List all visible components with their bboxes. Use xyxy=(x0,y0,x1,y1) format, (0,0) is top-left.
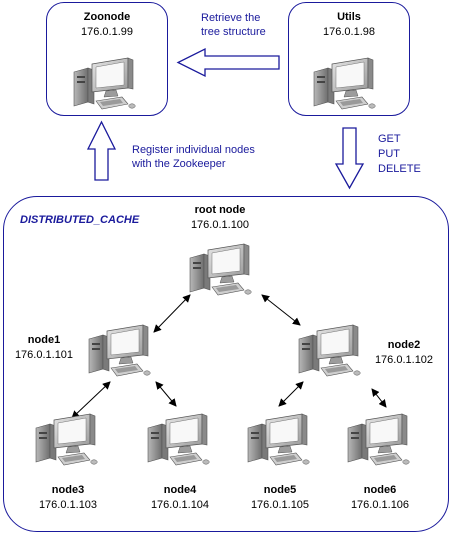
node3-name: node3 xyxy=(51,484,85,496)
method-put: PUT xyxy=(378,148,400,160)
register-note: Register individual nodes with the Zooke… xyxy=(132,143,255,171)
register-arrow xyxy=(86,120,117,181)
utils-box xyxy=(288,2,410,116)
node4-label: node4 176.0.1.104 xyxy=(140,484,220,511)
retrieve-note: Retrieve the tree structure xyxy=(201,11,266,39)
node4-ip: 176.0.1.104 xyxy=(150,499,210,511)
edge-node1-node4 xyxy=(155,381,177,407)
node2-label: node2 176.0.1.102 xyxy=(364,339,444,366)
methods-note: GET PUT DELETE xyxy=(378,132,421,177)
root-node-label: root node 176.0.1.100 xyxy=(170,204,270,231)
edge-node1-node3 xyxy=(71,381,111,419)
cluster-title: DISTRIBUTED_CACHE xyxy=(20,214,140,226)
node4-name: node4 xyxy=(163,484,197,496)
desktop-computer-icon xyxy=(34,412,100,475)
node6-label: node6 176.0.1.106 xyxy=(340,484,420,511)
desktop-computer-icon xyxy=(346,412,412,475)
method-get: GET xyxy=(378,133,401,145)
node6-ip: 176.0.1.106 xyxy=(350,499,410,511)
zoonode-name: Zoonode xyxy=(83,11,131,23)
utils-ip: 176.0.1.98 xyxy=(323,26,375,38)
edge-root-node2 xyxy=(261,294,301,326)
node5-name: node5 xyxy=(263,484,297,496)
register-note-line2: with the Zookeeper xyxy=(132,158,226,170)
desktop-computer-icon xyxy=(312,56,378,119)
desktop-computer-icon xyxy=(146,412,212,475)
node2-ip: 176.0.1.102 xyxy=(374,354,434,366)
register-note-line1: Register individual nodes xyxy=(132,144,255,156)
node3-ip: 176.0.1.103 xyxy=(38,499,98,511)
node2-name: node2 xyxy=(387,339,421,351)
retrieve-note-line1: Retrieve the xyxy=(201,12,261,24)
desktop-computer-icon xyxy=(87,323,153,386)
retrieve-arrow xyxy=(176,47,280,78)
node5-label: node5 176.0.1.105 xyxy=(240,484,320,511)
desktop-computer-icon xyxy=(188,242,254,305)
desktop-computer-icon xyxy=(297,323,363,386)
root-node-name: root node xyxy=(194,204,246,216)
desktop-computer-icon xyxy=(246,412,312,475)
node1-ip: 176.0.1.101 xyxy=(14,349,74,361)
node3-label: node3 176.0.1.103 xyxy=(28,484,108,511)
method-delete: DELETE xyxy=(378,163,421,175)
retrieve-note-line2: tree structure xyxy=(201,26,266,38)
edge-node2-node5 xyxy=(278,381,304,407)
node5-ip: 176.0.1.105 xyxy=(250,499,310,511)
node1-name: node1 xyxy=(27,334,61,346)
request-arrow xyxy=(334,127,365,190)
node1-label: node1 176.0.1.101 xyxy=(4,334,84,361)
utils-name: Utils xyxy=(337,11,361,23)
edge-root-node1 xyxy=(153,294,191,333)
node6-name: node6 xyxy=(363,484,397,496)
desktop-computer-icon xyxy=(72,56,138,119)
root-node-ip: 176.0.1.100 xyxy=(190,219,250,231)
edge-node2-node6 xyxy=(371,388,387,408)
zoonode-ip: 176.0.1.99 xyxy=(81,26,133,38)
